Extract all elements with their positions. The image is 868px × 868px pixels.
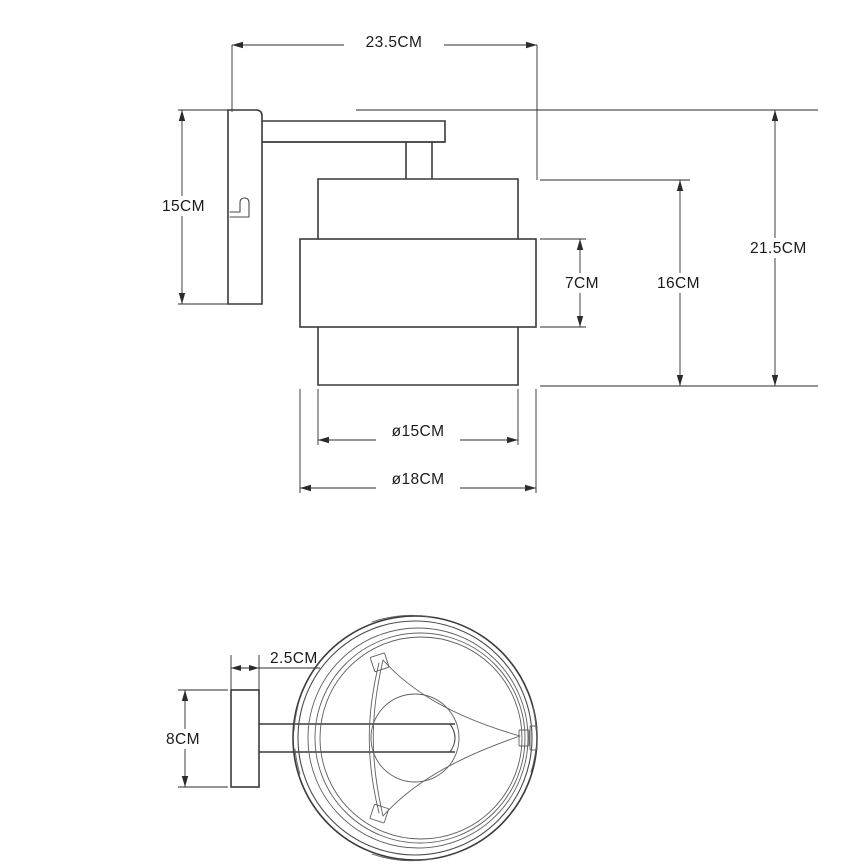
arm-front-cap	[449, 723, 456, 753]
dimension-label-projection: 23.5CM	[366, 34, 423, 51]
dimension-label-shade-diameter: ø15CM	[392, 423, 445, 440]
shade-inner-circle	[319, 636, 523, 840]
dimension-backplate-depth-2_5cm: 2.5CM	[230, 650, 320, 690]
arrow-head	[576, 316, 584, 327]
arrow-head	[771, 110, 779, 121]
dimension-band-diameter-18cm: ø18CM	[299, 389, 537, 493]
dimension-text-mask	[563, 273, 603, 293]
rim-tick-top	[371, 614, 433, 623]
dimension-text-mask	[655, 273, 707, 293]
arrow-head	[525, 484, 536, 492]
arrow-head	[676, 180, 684, 191]
dimension-label-band-height: 7CM	[565, 275, 599, 292]
dimension-backplate-height-15cm: 15CM	[160, 109, 228, 305]
rim-tick-left-lower	[294, 748, 301, 775]
arrow-head	[181, 776, 189, 787]
rim-tick-bottom	[371, 853, 433, 862]
shade-band-circle-inner	[314, 632, 526, 844]
lamp-socket-details	[369, 652, 538, 824]
keyhole-slot-detail	[229, 197, 250, 218]
wall-backplate-front	[230, 689, 260, 788]
dimension-total-height-21_5cm: 21.5CM	[356, 109, 818, 387]
dimension-label-backplate-depth: 2.5CM	[270, 650, 318, 667]
socket-bracket-bottom	[369, 803, 389, 824]
support-arm-front	[259, 723, 456, 753]
dimension-backplate-width-8cm: 8CM	[164, 689, 228, 788]
dimension-text-mask	[748, 238, 818, 258]
shade-band-circle	[307, 627, 529, 849]
reflector-center-circle	[370, 693, 460, 783]
arrow-head	[526, 41, 537, 49]
shade-band-outline	[299, 238, 537, 328]
socket-bracket-top	[369, 652, 390, 672]
dimension-label-total-height: 21.5CM	[750, 240, 807, 257]
arrow-head	[231, 665, 241, 671]
rim-tick-right-upper	[532, 706, 537, 731]
arrow-head	[576, 239, 584, 250]
dimension-text-mask	[160, 196, 208, 216]
arm-outline	[262, 120, 446, 143]
front-elevation-view: 2.5CM 8CM	[164, 614, 538, 862]
shade-outer-circle	[292, 615, 538, 861]
vertical-stem	[405, 142, 433, 179]
rim-tick-right-lower	[530, 747, 537, 773]
arrow-head	[181, 690, 189, 701]
lamp-shade-band	[299, 238, 537, 328]
reflector-outline	[372, 659, 521, 817]
dimension-text-mask	[376, 470, 460, 490]
shade-lower-outline	[317, 327, 519, 386]
reflector-inner-edge	[368, 662, 380, 814]
dimension-text-mask	[164, 729, 206, 749]
wall-backplate	[227, 109, 263, 305]
backplate-front-outline	[230, 689, 260, 788]
reflector-tri-lobe	[368, 659, 521, 817]
support-arm	[262, 120, 446, 143]
shade-outer-circle-inner	[297, 620, 533, 856]
backplate-outline	[227, 109, 263, 305]
arrow-head	[300, 484, 311, 492]
arrow-head	[771, 375, 779, 386]
arrow-head	[249, 665, 259, 671]
rim-tick-left-upper	[293, 705, 299, 732]
arrow-head	[507, 436, 518, 444]
socket-terminal-right	[529, 725, 538, 751]
dimension-label-band-diameter: ø18CM	[392, 471, 445, 488]
lamp-shade-body	[317, 178, 519, 386]
arrow-head	[178, 110, 186, 121]
dimension-label-backplate-width: 8CM	[166, 731, 200, 748]
dimension-band-height-7cm: 7CM	[540, 238, 603, 328]
dimension-text-mask	[344, 33, 444, 52]
lamp-shade-circle	[292, 614, 538, 862]
side-elevation-view: 23.5CM 15CM	[160, 33, 818, 493]
arrow-head	[232, 41, 243, 49]
dimension-label-shade-height: 16CM	[657, 275, 700, 292]
arrow-head	[676, 375, 684, 386]
arrow-head	[318, 436, 329, 444]
shade-upper-outline	[317, 178, 519, 239]
arrow-head	[178, 293, 186, 304]
socket-bracket-right	[518, 729, 530, 747]
dimension-projection-23_5cm: 23.5CM	[231, 33, 538, 180]
dimension-label-backplate-height: 15CM	[162, 198, 205, 215]
dimension-shade-diameter-15cm: ø15CM	[317, 389, 519, 445]
dimension-text-mask	[376, 422, 460, 442]
